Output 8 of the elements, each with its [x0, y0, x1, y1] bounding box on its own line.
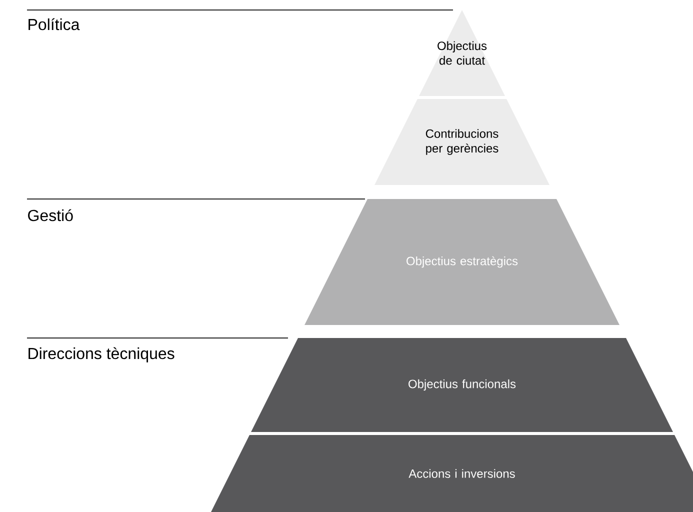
pyramid-band: Contribucions per gerències	[374, 99, 550, 185]
pyramid-band: Objectius de ciutat	[419, 10, 505, 96]
level-label: Gestió	[28, 209, 73, 222]
pyramid-band: Accions i inversions	[211, 435, 693, 512]
pyramid-band: Objectius funcionals	[251, 338, 673, 432]
level-label: Direccions tècniques	[28, 347, 174, 362]
pyramid-band: Objectius estratègics	[304, 199, 620, 325]
level-label: Política	[28, 18, 80, 30]
